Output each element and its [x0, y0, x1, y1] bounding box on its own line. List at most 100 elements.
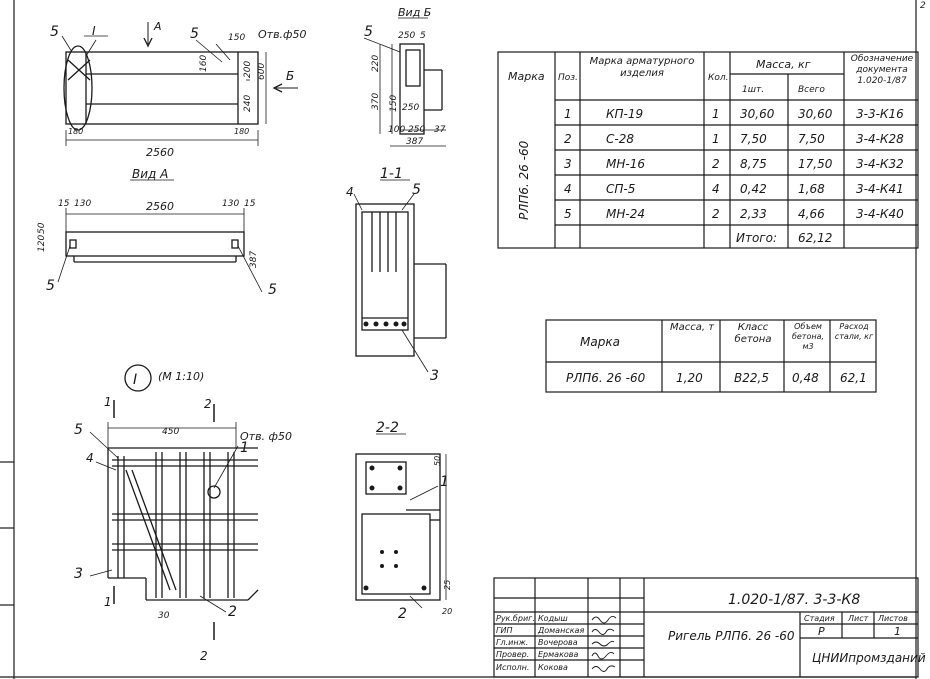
- spec-row-kol: 1: [712, 132, 720, 146]
- spec-row-poz: 1: [564, 107, 572, 121]
- callout-5-vida-left: 5: [46, 278, 55, 294]
- main-elevation-view: 5 I А 5 150 Отв.ф50 160 200 600 240 Б 18…: [50, 20, 306, 159]
- spec-row: 3 МН-16 2 8,75 17,50 3-4-К32: [564, 157, 904, 171]
- spec-header-marka-arm: Марка арматурного изделия: [589, 56, 695, 79]
- callout-5-top: 5: [190, 26, 199, 42]
- cut-2-bottom: 2: [200, 649, 208, 663]
- staff-name: Вочерова: [538, 638, 578, 647]
- summary-header-marka: Марка: [580, 335, 620, 349]
- title-block-code: 1.020-1/87. 3-3-К8: [728, 592, 860, 608]
- callout-5-vidb: 5: [364, 24, 373, 40]
- spec-row-kol: 2: [712, 157, 720, 171]
- spec-row-item: С-28: [606, 132, 634, 146]
- dim-vida-130r: 130: [222, 199, 239, 209]
- node-i-roman: I: [133, 372, 137, 388]
- dim-main-180-right: 180: [234, 127, 249, 136]
- staff-role: Провер.: [496, 650, 529, 659]
- spec-row-mall: 17,50: [798, 157, 833, 171]
- callout-1-node: 1: [240, 440, 249, 456]
- title-block-org: ЦНИИпромзданий: [812, 651, 926, 665]
- spec-row-mall: 1,68: [798, 182, 825, 196]
- summary-table: Марка Масса, т Класс бетона Объем бетона…: [545, 319, 877, 393]
- spec-row-poz: 5: [564, 207, 572, 221]
- callout-2-node: 2: [228, 604, 237, 620]
- spec-row-m1: 0,42: [740, 182, 767, 196]
- spec-row-poz: 4: [564, 182, 572, 196]
- spec-row-kol: 2: [712, 207, 720, 221]
- summary-header-rashod: Расход стали, кг: [834, 322, 874, 341]
- spec-row-doc: 3-3-К16: [856, 107, 904, 121]
- spec-row-kol: 1: [712, 107, 720, 121]
- dim-vidb-370: 370: [371, 93, 381, 110]
- spec-header-one: 1шт.: [742, 85, 764, 95]
- dim-main-hole: Отв.ф50: [258, 28, 306, 41]
- spec-row: 2 С-28 1 7,50 7,50 3-4-К28: [564, 132, 904, 146]
- spec-row-mall: 30,60: [798, 107, 833, 121]
- staff-role: Гл.инж.: [496, 638, 528, 647]
- staff-role: Исполн.: [496, 663, 529, 672]
- spec-header-poz: Поз.: [558, 73, 578, 83]
- section-2-2-bars: [363, 465, 427, 591]
- spec-header-oboz: Обозначение документа 1.020-1/87: [850, 54, 914, 86]
- spec-row: 1 КП-19 1 30,60 30,60 3-3-К16: [564, 107, 904, 121]
- callout-3-sec1: 3: [430, 368, 439, 384]
- node-i-detail: I (М 1:10) 1 2 450 Отв. ф50 1 5 4 3 1 30…: [74, 364, 292, 663]
- title-block-list-label: Лист: [847, 614, 869, 623]
- title-block-listov: 1: [894, 625, 901, 638]
- staff-row: Провер. Ермакова: [496, 650, 579, 659]
- callout-5-main: 5: [50, 24, 59, 40]
- staff-row: Исполн. Кокова: [496, 663, 568, 672]
- title-block-name: Ригель РЛП6. 26 -60: [668, 629, 795, 643]
- spec-row-item: КП-19: [606, 107, 643, 121]
- title-block-listov-label: Листов: [877, 614, 908, 623]
- page-corner-number: 2: [920, 1, 926, 11]
- dim-node-450: 450: [162, 427, 179, 437]
- spec-header-kol: Кол.: [708, 73, 729, 83]
- callout-5-vida-right: 5: [268, 282, 277, 298]
- spec-total-label: Итого:: [736, 231, 777, 245]
- dim-main-240: 240: [243, 95, 253, 112]
- callout-4-sec1: 4: [346, 185, 354, 199]
- dim-vidb-220: 220: [371, 55, 381, 72]
- dim-main-2560: 2560: [146, 146, 174, 159]
- dim-vida-15: 15: [58, 199, 70, 209]
- node-i-scale: (М 1:10): [158, 370, 204, 383]
- summary-header-klass: Класс бетона: [734, 322, 772, 345]
- title-block: 1.020-1/87. 3-3-К8 Ригель РЛП6. 26 -60 С…: [493, 577, 926, 678]
- staff-name: Ермакова: [538, 650, 579, 659]
- dim-main-200: 200: [243, 61, 253, 78]
- summary-rashod: 62,1: [840, 371, 867, 385]
- spec-row-mall: 4,66: [798, 207, 825, 221]
- summary-marka: РЛП6. 26 -60: [566, 371, 646, 385]
- cut-2-top: 2: [204, 397, 212, 411]
- spec-row: 5 МН-24 2 2,33 4,66 3-4-К40: [564, 207, 904, 221]
- spec-total-value: 62,12: [798, 231, 832, 245]
- dim-vidb-5: 5: [420, 31, 426, 41]
- spec-row: 4 СП-5 4 0,42 1,68 3-4-К41: [564, 182, 904, 196]
- section-2-2-title: 2-2: [376, 420, 399, 436]
- dim-vida-387: 387: [249, 251, 259, 268]
- dim-vidb-150: 150: [389, 95, 399, 112]
- staff-name: Доманская: [537, 626, 584, 635]
- staff-role: Рук.бриг.: [496, 614, 535, 623]
- summary-header-obem: Объем бетона, м3: [791, 322, 825, 351]
- arrow-b-label: Б: [286, 69, 294, 83]
- view-a: Вид А 15 130 2560 130 15 120 50 387 5 5: [37, 167, 277, 298]
- spec-row-m1: 30,60: [740, 107, 775, 121]
- signature-scribbles: [591, 615, 617, 672]
- staff-row: Рук.бриг. Кодыш: [496, 614, 568, 623]
- callout-5-sec1: 5: [412, 182, 421, 198]
- dim-main-150: 150: [228, 33, 245, 43]
- spec-header-all: Всего: [798, 85, 825, 95]
- dim-sec2-25: 25: [443, 580, 452, 590]
- spec-row-poz: 2: [564, 132, 572, 146]
- section-2-2: 2-2 50 1 25 20 2: [355, 420, 452, 622]
- section-1-1-bars: [363, 321, 407, 327]
- staff-role: ГИП: [496, 626, 512, 635]
- callout-roman-main: I: [92, 24, 96, 38]
- spec-marka-value: РЛП6. 26 -60: [517, 140, 531, 220]
- callout-3-node: 3: [74, 566, 83, 582]
- dim-node-hole: Отв. ф50: [240, 430, 292, 443]
